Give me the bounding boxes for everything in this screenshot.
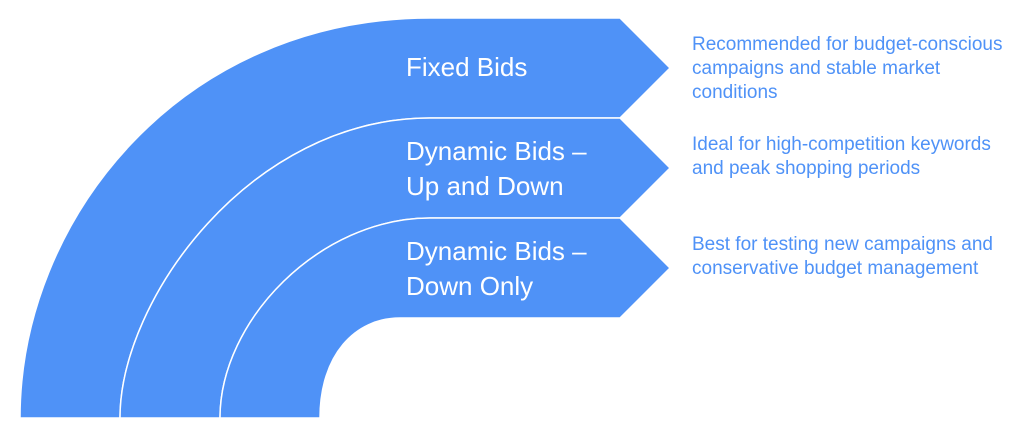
- band-dynamic-down-only: [219, 217, 672, 419]
- option-description-dynamic-down-only: Best for testing new campaigns and conse…: [692, 234, 994, 279]
- option-label-dynamic-up-and-down: Dynamic Bids – Up and Down: [406, 134, 646, 204]
- label-line: Up and Down: [406, 171, 564, 201]
- label-line: Dynamic Bids –: [406, 136, 587, 166]
- label-line: Down Only: [406, 271, 534, 301]
- label-line: Fixed Bids: [406, 52, 528, 82]
- option-description-dynamic-up-and-down: Ideal for high-competition keywords and …: [692, 134, 991, 179]
- label-line: Dynamic Bids –: [406, 236, 587, 266]
- option-description-fixed-bids: Recommended for budget-conscious campaig…: [692, 34, 1003, 103]
- option-label-fixed-bids: Fixed Bids: [406, 50, 646, 85]
- option-label-dynamic-down-only: Dynamic Bids – Down Only: [406, 234, 646, 304]
